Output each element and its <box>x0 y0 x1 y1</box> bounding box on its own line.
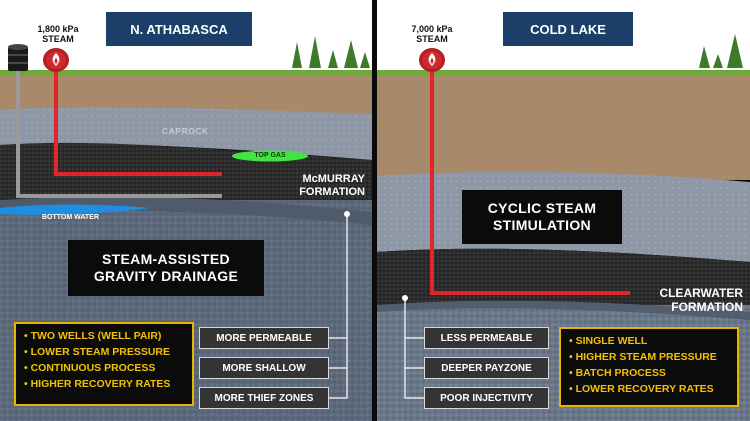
property-connector-lines <box>328 214 348 399</box>
feature-item: HIGHER RECOVERY RATES <box>24 376 184 392</box>
steam-pressure-value: 1,800 kPa <box>37 24 79 34</box>
left-panel: N. ATHABASCA 1,800 kPa STEAM CAPROCK TOP… <box>0 0 372 421</box>
clearwater-formation-label: CLEARWATER FORMATION <box>625 286 743 314</box>
mcmurray-formation-label: McMURRAY FORMATION <box>262 173 365 199</box>
formation-word: FORMATION <box>671 300 743 314</box>
process-box-css: CYCLIC STEAM STIMULATION <box>462 190 622 244</box>
caprock-label: CAPROCK <box>162 126 209 136</box>
steam-pressure-label-right: 7,000 kPa STEAM <box>401 24 463 44</box>
feature-item: BATCH PROCESS <box>569 365 729 381</box>
property-connector-lines <box>404 298 425 399</box>
property-box: DEEPER PAYZONE <box>424 357 549 379</box>
producer-well-pipe <box>16 65 222 198</box>
location-title-text: COLD LAKE <box>530 21 606 37</box>
caprock-layer <box>0 107 372 160</box>
steam-injector-pipe <box>54 66 222 176</box>
bottom-water-label: BOTTOM WATER <box>42 214 99 221</box>
features-box-right: SINGLE WELL HIGHER STEAM PRESSURE BATCH … <box>559 327 739 407</box>
connector-dot <box>344 211 350 217</box>
process-line-2: GRAVITY DRAINAGE <box>93 268 239 284</box>
clearwater-oil-sand-layer <box>377 248 750 312</box>
steam-word: STEAM <box>42 34 74 44</box>
formation-name: CLEARWATER <box>659 286 743 300</box>
grass-strip <box>377 70 750 75</box>
grass-strip <box>0 70 372 75</box>
panel-divider <box>372 0 377 421</box>
right-panel: COLD LAKE 7,000 kPa STEAM CYCLIC STEAM S… <box>377 0 750 421</box>
feature-item: TWO WELLS (WELL PAIR) <box>24 328 184 344</box>
formation-word: FORMATION <box>299 186 365 198</box>
tree-icon <box>699 34 743 68</box>
feature-item: CONTINUOUS PROCESS <box>24 360 184 376</box>
steam-burner-icon <box>43 48 69 72</box>
steam-pressure-label-left: 1,800 kPa STEAM <box>30 24 86 44</box>
connector-dot <box>402 295 408 301</box>
steam-pressure-value: 7,000 kPa <box>411 24 453 34</box>
tree-icon <box>292 36 370 68</box>
formation-base <box>377 300 750 320</box>
top-gas-label: TOP GAS <box>254 152 286 159</box>
property-box: LESS PERMEABLE <box>424 327 549 349</box>
process-line-1: STEAM-ASSISTED <box>102 251 230 267</box>
process-line-2: STIMULATION <box>493 217 591 233</box>
location-title-text: N. ATHABASCA <box>130 21 228 37</box>
property-box: MORE THIEF ZONES <box>199 387 329 409</box>
formation-base <box>0 196 372 225</box>
steam-injector-pipe <box>430 66 630 295</box>
property-box: POOR INJECTIVITY <box>424 387 549 409</box>
location-title-right: COLD LAKE <box>503 12 633 46</box>
formation-name: McMURRAY <box>302 173 365 185</box>
oil-barrel-icon <box>8 44 28 71</box>
process-line-1: CYCLIC STEAM <box>487 200 597 216</box>
process-box-sagd: STEAM-ASSISTED GRAVITY DRAINAGE <box>68 240 264 296</box>
feature-item: HIGHER STEAM PRESSURE <box>569 349 729 365</box>
feature-item: SINGLE WELL <box>569 333 729 349</box>
property-box: MORE PERMEABLE <box>199 327 329 349</box>
steam-burner-icon <box>419 48 445 72</box>
location-title-left: N. ATHABASCA <box>106 12 252 46</box>
feature-item: LOWER STEAM PRESSURE <box>24 344 184 360</box>
steam-word: STEAM <box>416 34 448 44</box>
property-box: MORE SHALLOW <box>199 357 329 379</box>
topsoil-layer <box>377 75 750 180</box>
feature-item: LOWER RECOVERY RATES <box>569 381 729 397</box>
bottom-water-zone <box>0 204 150 215</box>
top-gas-zone <box>232 150 308 162</box>
features-box-left: TWO WELLS (WELL PAIR) LOWER STEAM PRESSU… <box>14 322 194 406</box>
